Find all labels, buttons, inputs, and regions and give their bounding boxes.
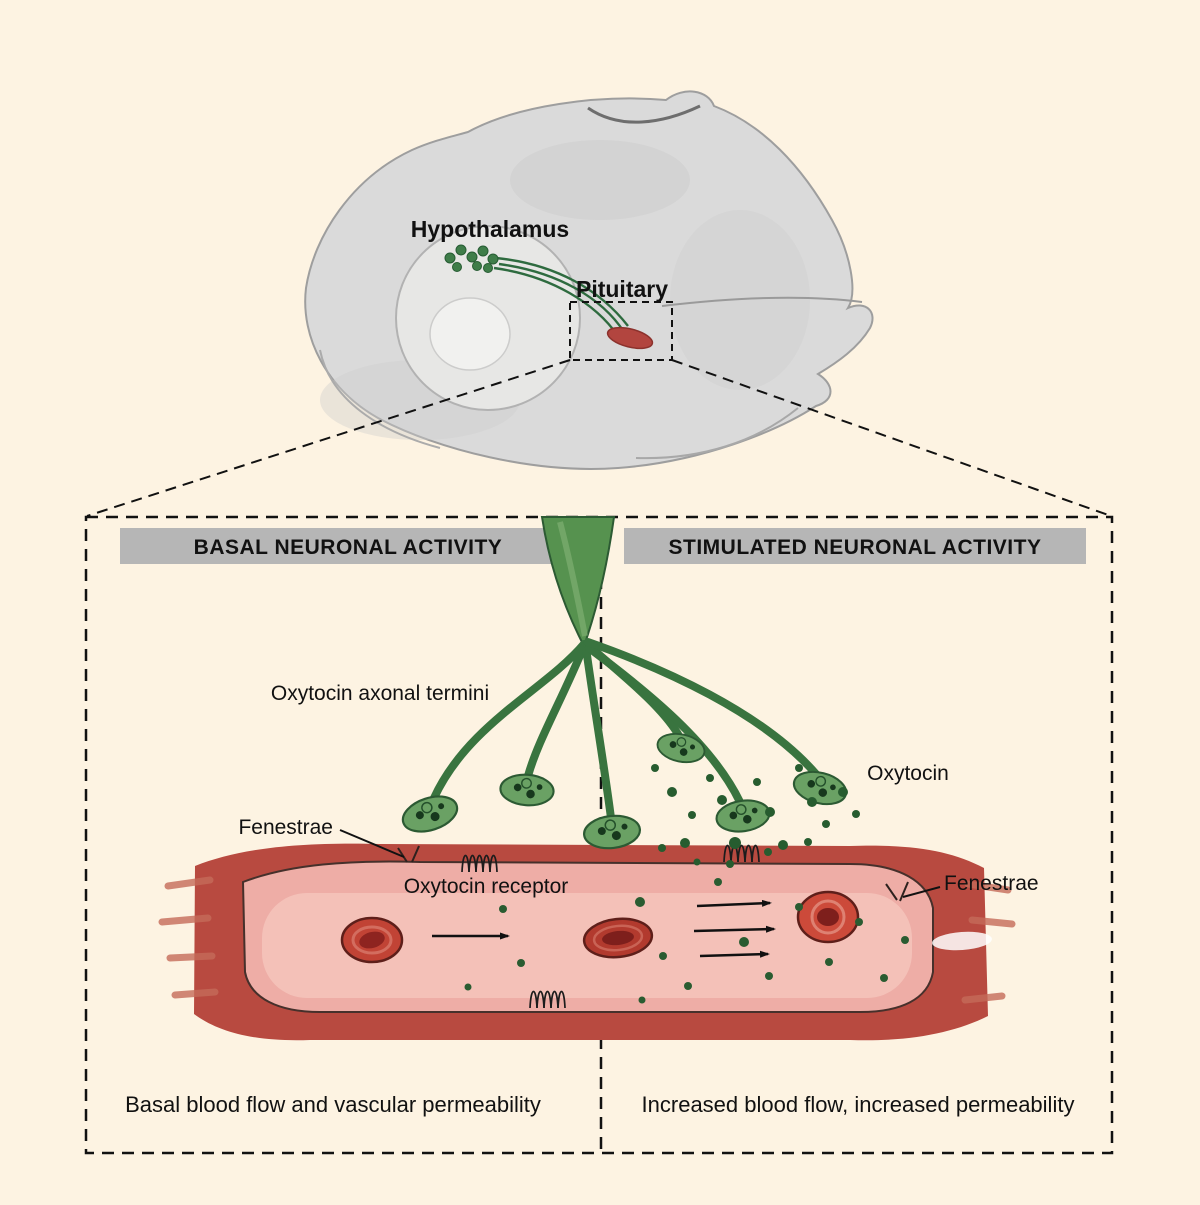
fenestrae-gap-left — [397, 845, 420, 863]
axonal-termini-label: Oxytocin axonal termini — [271, 682, 489, 705]
inset-rectangle — [569, 301, 673, 361]
axon-branches — [430, 638, 820, 822]
pituitary-label: Pituitary — [576, 276, 668, 302]
brain-crease — [661, 296, 863, 307]
connector-line-left — [86, 359, 571, 517]
trunk-highlight — [557, 521, 588, 637]
red-blood-cell — [340, 916, 404, 964]
left-header-bg — [120, 528, 576, 564]
connector-line-right — [671, 359, 1112, 517]
brain-illustration: Hypothalamus Pituitary — [304, 90, 874, 470]
brain-top-crease — [587, 104, 701, 124]
hypothalamus-inner — [429, 297, 511, 371]
oxytocin-dots-in-vessel-left — [464, 905, 525, 991]
highlight-swoosh — [932, 931, 992, 951]
axon-terminus — [397, 789, 463, 839]
fenestrae-pointer-right — [902, 886, 941, 898]
oxytocin-receptor-label: Oxytocin receptor — [404, 875, 569, 898]
axon-terminus — [498, 771, 556, 809]
right-panel-header: STIMULATED NEURONAL ACTIVITY — [669, 536, 1042, 559]
pituitary-gland — [606, 326, 654, 350]
fenestrae-gap-right — [885, 881, 909, 902]
fenestrae-pointer-left — [339, 829, 405, 858]
red-blood-cell — [796, 890, 860, 944]
left-panel-header: BASAL NEURONAL ACTIVITY — [194, 536, 503, 559]
vessel-brush-streaks — [158, 876, 1016, 1004]
fenestrae-label-right: Fenestrae — [944, 872, 1039, 895]
oxytocin-label: Oxytocin — [867, 762, 949, 785]
right-panel-caption: Increased blood flow, increased permeabi… — [642, 1092, 1075, 1117]
axon-tree — [397, 516, 851, 852]
hypothalamus-label: Hypothalamus — [411, 216, 569, 242]
oxytocin-dots-in-vessel-right — [635, 878, 909, 1004]
axon-trunk — [540, 516, 616, 649]
brain-fold — [635, 407, 799, 460]
axon-terminus — [653, 728, 709, 768]
oxytocin-release-dots — [651, 764, 860, 868]
right-header-bg — [624, 528, 1086, 564]
flow-arrows-stimulated — [693, 899, 776, 958]
brain-fold — [319, 349, 441, 449]
blood-vessel — [158, 843, 1016, 1041]
fenestrae-label-left: Fenestrae — [238, 816, 333, 839]
neuron-cell-bodies — [444, 244, 499, 273]
panel-border — [84, 515, 1114, 1155]
red-blood-cell — [582, 917, 654, 959]
left-panel-caption: Basal blood flow and vascular permeabili… — [125, 1092, 541, 1117]
brain-shading — [510, 140, 690, 220]
